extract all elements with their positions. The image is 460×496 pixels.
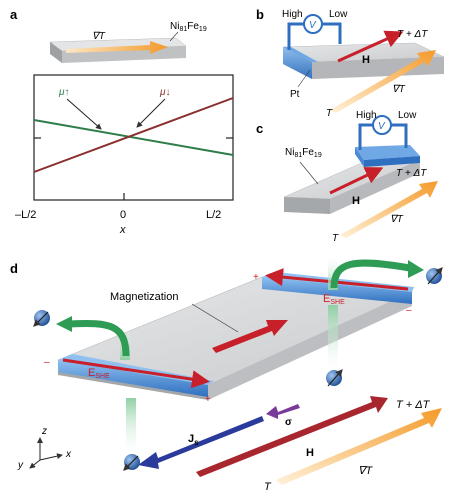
field-label: H — [352, 195, 360, 207]
green-arrow-right — [330, 259, 411, 289]
panel-c-label: c — [256, 121, 263, 136]
panel-b-label: b — [256, 7, 264, 22]
x-tick-left: –L/2 — [15, 209, 36, 221]
electron-top-right — [426, 267, 443, 285]
mu-up-pointer — [66, 98, 102, 130]
grad-t-label: ∇T — [92, 31, 106, 42]
panel-d: d ESHE ESHE + – – + Magnetization — [10, 255, 443, 493]
plus-sign-left: + — [205, 394, 211, 405]
t-cold-label: T — [332, 233, 339, 244]
pt-electrode — [283, 47, 318, 62]
axis-x-label: x — [65, 449, 72, 460]
panel-a-material-label: Ni81Fe19 — [169, 21, 207, 42]
panel-a-slab: ∇T — [49, 31, 187, 63]
mu-down-pointer — [136, 98, 166, 128]
voltmeter — [303, 14, 323, 34]
minus-sign-right: – — [406, 305, 412, 316]
temperature-gradient-arrow — [340, 181, 438, 238]
field-label: H — [306, 447, 314, 459]
green-arrow-left — [69, 320, 130, 357]
panel-a: a ∇T Ni81Fe19 μ↑ μ↓ –L/2 — [10, 7, 234, 236]
e-she-arrow-left — [62, 358, 210, 389]
magnetization-arrow — [212, 320, 288, 353]
pillar-bottom-right — [328, 305, 338, 375]
t-cold-label: T — [326, 108, 333, 119]
electron-bottom — [123, 454, 140, 471]
high-label: High — [282, 9, 303, 20]
electrode — [355, 145, 420, 160]
field-arrow — [329, 167, 384, 195]
panel-d-label: d — [10, 261, 18, 276]
temperature-gradient-arrow — [330, 50, 436, 113]
pillar-top-right — [328, 255, 338, 290]
electron-mid — [326, 369, 343, 387]
grad-t-label: ∇T — [358, 465, 373, 477]
mu-down-line — [33, 97, 234, 173]
minus-sign-left: – — [44, 357, 50, 368]
x-tick-right: L/2 — [206, 209, 221, 221]
electron-left — [33, 310, 50, 327]
sigma-label: σ — [285, 417, 292, 428]
t-hot-label: T + ΔT — [396, 168, 427, 179]
x-tick-mid: 0 — [120, 209, 126, 221]
plus-sign-right: + — [253, 272, 259, 283]
voltmeter — [372, 115, 392, 135]
mu-up-line — [33, 119, 234, 156]
js-arrow — [138, 416, 264, 469]
panel-a-label: a — [10, 7, 18, 22]
material-label: Ni81Fe19 — [285, 147, 322, 159]
sigma-arrow — [266, 404, 300, 419]
js-label: Js — [188, 433, 199, 447]
x-axis-label: x — [119, 224, 126, 236]
pillar-bottom-left — [126, 398, 136, 458]
panel-b: b V High Low H Pt T + ΔT T ∇T — [256, 7, 445, 119]
temperature-gradient-arrow — [276, 408, 442, 485]
field-arrow — [196, 396, 388, 477]
temperature-gradient-arrow — [66, 41, 168, 54]
coordinate-axes: z x y — [17, 426, 72, 471]
magnetization-label: Magnetization — [110, 291, 179, 303]
high-label: High — [356, 110, 377, 121]
field-arrow — [337, 30, 404, 63]
pt-label: Pt — [290, 89, 300, 100]
e-she-label-left: ESHE — [88, 367, 110, 380]
field-label: H — [362, 54, 370, 66]
grad-t-label: ∇T — [390, 214, 404, 225]
voltmeter-symbol: V — [378, 121, 386, 132]
e-she-arrow-right — [265, 268, 409, 291]
low-label: Low — [398, 110, 417, 121]
t-hot-label: T + ΔT — [397, 29, 428, 40]
grad-t-label: ∇T — [392, 84, 406, 95]
svg-text:Ni81Fe19: Ni81Fe19 — [170, 21, 207, 33]
mu-down-label: μ↓ — [159, 87, 170, 98]
panel-c: c V High Low Ni81Fe19 H T + ΔT T ∇T — [256, 110, 438, 244]
axis-y-label: y — [17, 460, 24, 471]
t-hot-label: T + ΔT — [396, 399, 431, 411]
t-cold-label: T — [264, 481, 272, 493]
mu-up-label: μ↑ — [58, 87, 69, 98]
low-label: Low — [329, 9, 348, 20]
axis-z-label: z — [41, 426, 47, 437]
voltmeter-symbol: V — [309, 20, 317, 31]
e-she-label-right: ESHE — [323, 293, 345, 306]
